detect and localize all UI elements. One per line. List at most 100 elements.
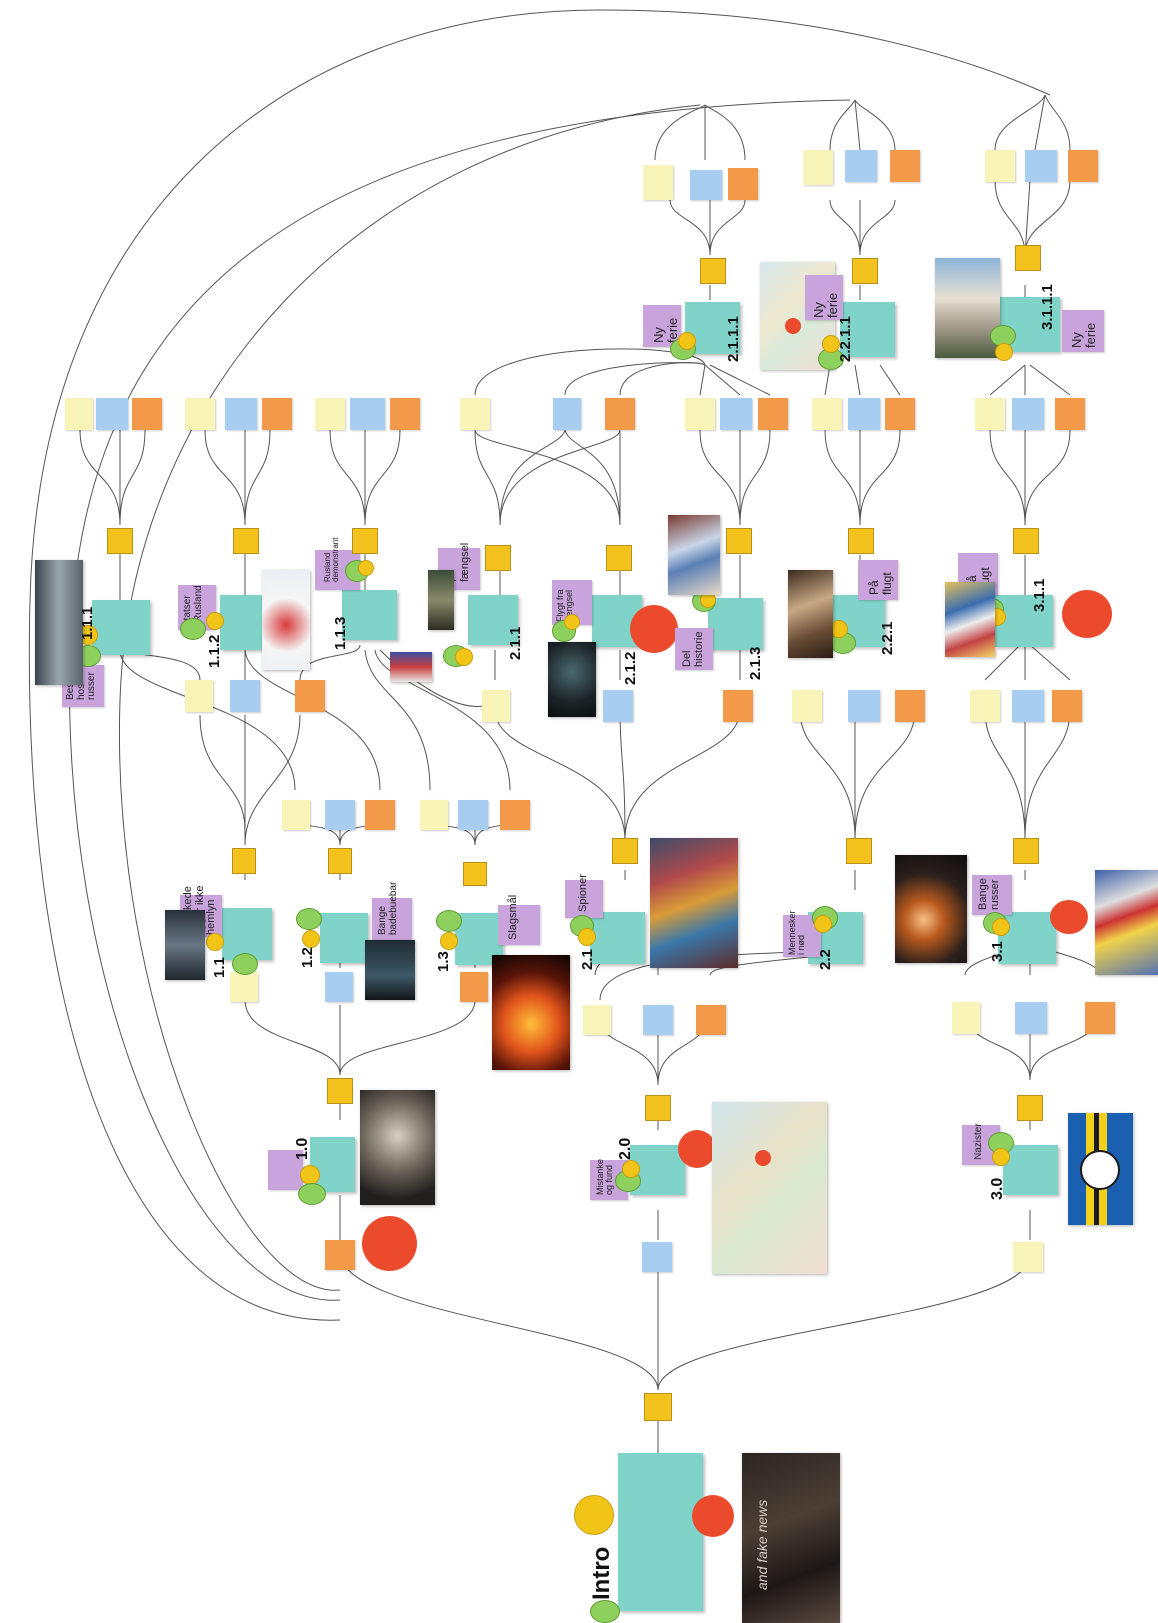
note-3-1-1-a (975, 398, 1005, 430)
note-2-0-entry (642, 1242, 672, 1272)
intro-card[interactable] (618, 1453, 703, 1611)
marker-1-3-yellow (440, 932, 458, 950)
intro-red-marker (692, 1495, 734, 1537)
note-1-1-1-a (65, 398, 93, 430)
tag-3-1-1-1 (1062, 310, 1104, 352)
gate-3-0[interactable] (1017, 1095, 1043, 1121)
note-1-1-3-b (350, 398, 385, 430)
card-2-1-3[interactable] (708, 598, 763, 650)
tag-1-1-3-text: Rusland demonstrant (323, 537, 341, 582)
marker-2-0-red (678, 1130, 716, 1168)
gate-2-0[interactable] (645, 1095, 671, 1121)
intro-choice-gate[interactable] (644, 1393, 672, 1421)
gate-1-1-3[interactable] (352, 528, 378, 554)
marker-3-1-red (1050, 900, 1088, 934)
note-1-1-1-c (132, 398, 162, 430)
gate-2-1-1[interactable] (485, 545, 511, 571)
image-2-0-map (712, 1102, 827, 1274)
note-2-2-c (895, 690, 925, 722)
card-3-0[interactable] (1003, 1145, 1058, 1195)
marker-1-1-2-yellow (206, 612, 224, 630)
section-label-1-0: 1.0 (294, 1137, 311, 1160)
tag-1-2-text: Bange badebuebar (377, 881, 399, 935)
gate-1-0[interactable] (327, 1078, 353, 1104)
gate-3-1[interactable] (1013, 838, 1039, 864)
section-label-2-0: 2.0 (617, 1137, 634, 1160)
marker-1-2-yellow (302, 930, 320, 948)
gate-3-1-1-1[interactable] (1015, 245, 1041, 271)
gate-2-2-1-1[interactable] (852, 258, 878, 284)
note-1-3-b (458, 800, 488, 830)
gate-3-1-1[interactable] (1013, 528, 1039, 554)
note-1-1-3-a (315, 398, 345, 430)
map-pin-2-0 (755, 1150, 771, 1166)
card-1-0[interactable] (310, 1137, 355, 1192)
tag-1-3-text: Slagsmål (507, 894, 519, 940)
note-1-3-a (420, 800, 448, 830)
note-2-1-2-b (605, 398, 635, 430)
gate-1-1[interactable] (232, 848, 256, 874)
tag-2-2-1-1 (805, 275, 843, 320)
section-label-2-2-1: 2.2.1 (879, 621, 896, 655)
flag-emblem (1080, 1150, 1120, 1190)
note-3-0-entry (1013, 1242, 1043, 1272)
image-1-1-2-cartoon (262, 570, 310, 670)
section-label-3-0: 3.0 (989, 1177, 1006, 1200)
gate-2-1-1-1[interactable] (700, 258, 726, 284)
card-1-1-3[interactable] (342, 590, 397, 640)
section-label-3-1-1: 3.1.1 (1031, 578, 1048, 612)
section-label-2-2-1-1: 2.2.1.1 (837, 316, 854, 362)
intro-yellow-marker (574, 1495, 614, 1535)
gate-1-3[interactable] (463, 862, 487, 886)
note-2-1-1-1-b (690, 170, 722, 200)
card-1-2[interactable] (320, 913, 368, 963)
note-1-2-b (325, 800, 355, 830)
note-2-2-1-1-c (890, 150, 920, 182)
gate-1-1-2[interactable] (233, 528, 259, 554)
image-1-1-photo (165, 910, 205, 980)
note-1-0-a (230, 972, 258, 1002)
image-2-1-2-dark (548, 642, 596, 717)
marker-2-1-2-red (630, 605, 678, 653)
gate-2-1-3[interactable] (726, 528, 752, 554)
image-2-1-1-prison (428, 570, 454, 630)
tag-3-1-1-1-text: Ny ferie (1069, 322, 1098, 348)
note-2-2-1-b (848, 398, 880, 430)
note-2-1-1-1-a (643, 165, 673, 200)
marker-2-1-1-yellow (455, 648, 473, 666)
marker-2-2-yellow (814, 915, 832, 933)
marker-1-1-2-green (180, 618, 206, 640)
card-2-1[interactable] (590, 912, 645, 964)
image-2-2-fire-night (895, 855, 967, 963)
image-2-1-mural (650, 838, 738, 968)
gate-2-1-2[interactable] (606, 545, 632, 571)
image-1-1-1-city (35, 560, 83, 685)
card-1-1-1[interactable] (92, 600, 150, 655)
section-label-1-1-3: 1.1.3 (332, 616, 349, 650)
note-1-1-a (185, 680, 213, 712)
image-3-1-1-crowd (945, 582, 995, 657)
note-1-1-2-b (225, 398, 257, 430)
note-2-2-1-a (812, 398, 842, 430)
gate-1-2[interactable] (328, 848, 352, 874)
marker-3-1-1-1-yellow (995, 343, 1013, 361)
marker-2-1-2-yellow (564, 614, 580, 630)
note-2-2-a (792, 690, 822, 722)
section-label-intro: Intro (588, 1546, 615, 1600)
note-1-1-3-c (390, 398, 420, 430)
tag-2-1 (565, 880, 603, 918)
section-label-2-2: 2.2 (817, 949, 834, 970)
note-2-2-b (848, 690, 880, 722)
section-label-1-3: 1.3 (435, 951, 452, 972)
note-2-1-3-c (758, 398, 788, 430)
gate-1-1-1[interactable] (107, 528, 133, 554)
gate-2-1[interactable] (612, 838, 638, 864)
image-3-1-rally (1095, 870, 1158, 975)
card-2-2-1-1[interactable] (840, 302, 895, 357)
gate-2-2[interactable] (846, 838, 872, 864)
gate-2-2-1[interactable] (848, 528, 874, 554)
card-2-1-1[interactable] (468, 595, 518, 645)
intro-green-marker (590, 1600, 620, 1623)
marker-1-1-3-yellow (358, 560, 374, 576)
card-1-1[interactable] (222, 908, 272, 960)
